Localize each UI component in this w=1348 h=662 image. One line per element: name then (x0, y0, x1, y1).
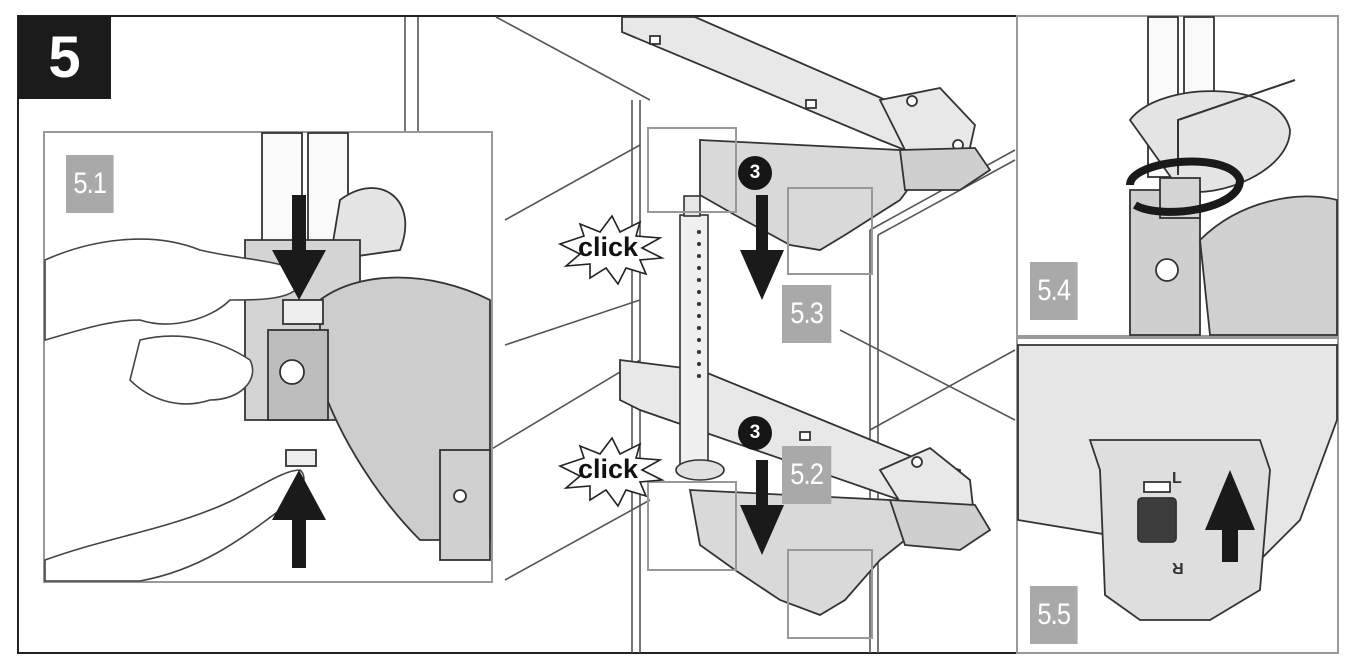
post-holes (697, 230, 701, 378)
sub-step-label-5-4: 5.4 (1030, 262, 1078, 320)
allen-key (1177, 79, 1296, 175)
hand-upper (44, 238, 301, 342)
sub-step-label-5-5: 5.5 (1030, 586, 1078, 644)
down-arrow-upper (740, 195, 784, 300)
clip-label-right: R (1172, 559, 1184, 576)
sub-step-label-5-3: 5.3 (782, 285, 832, 343)
clip-label-left: L (1172, 470, 1182, 487)
sub-step-label-5-2: 5.2 (782, 446, 832, 504)
step-number-badge: 5 (18, 16, 111, 99)
number-marker-upper: 3 (738, 156, 772, 190)
click-burst-lower (557, 436, 665, 508)
click-label-upper: click (578, 232, 639, 262)
detail-boxes (647, 127, 873, 639)
press-arrow-down (272, 195, 326, 300)
click-label-lower: click (578, 454, 639, 484)
hand-lower (44, 335, 305, 582)
press-arrow-up (272, 470, 326, 568)
detail-5-4 (1016, 15, 1339, 337)
down-arrow-lower (740, 460, 784, 555)
detail-5-1 (43, 131, 493, 583)
sub-step-label-5-1: 5.1 (66, 155, 114, 213)
push-arrow-up (1205, 470, 1255, 562)
vertical-post (675, 195, 725, 481)
upper-shelf (699, 139, 992, 251)
click-burst-upper (557, 214, 665, 286)
number-marker-lower: 3 (738, 416, 772, 450)
rotation-arrow-icon (1126, 157, 1245, 216)
